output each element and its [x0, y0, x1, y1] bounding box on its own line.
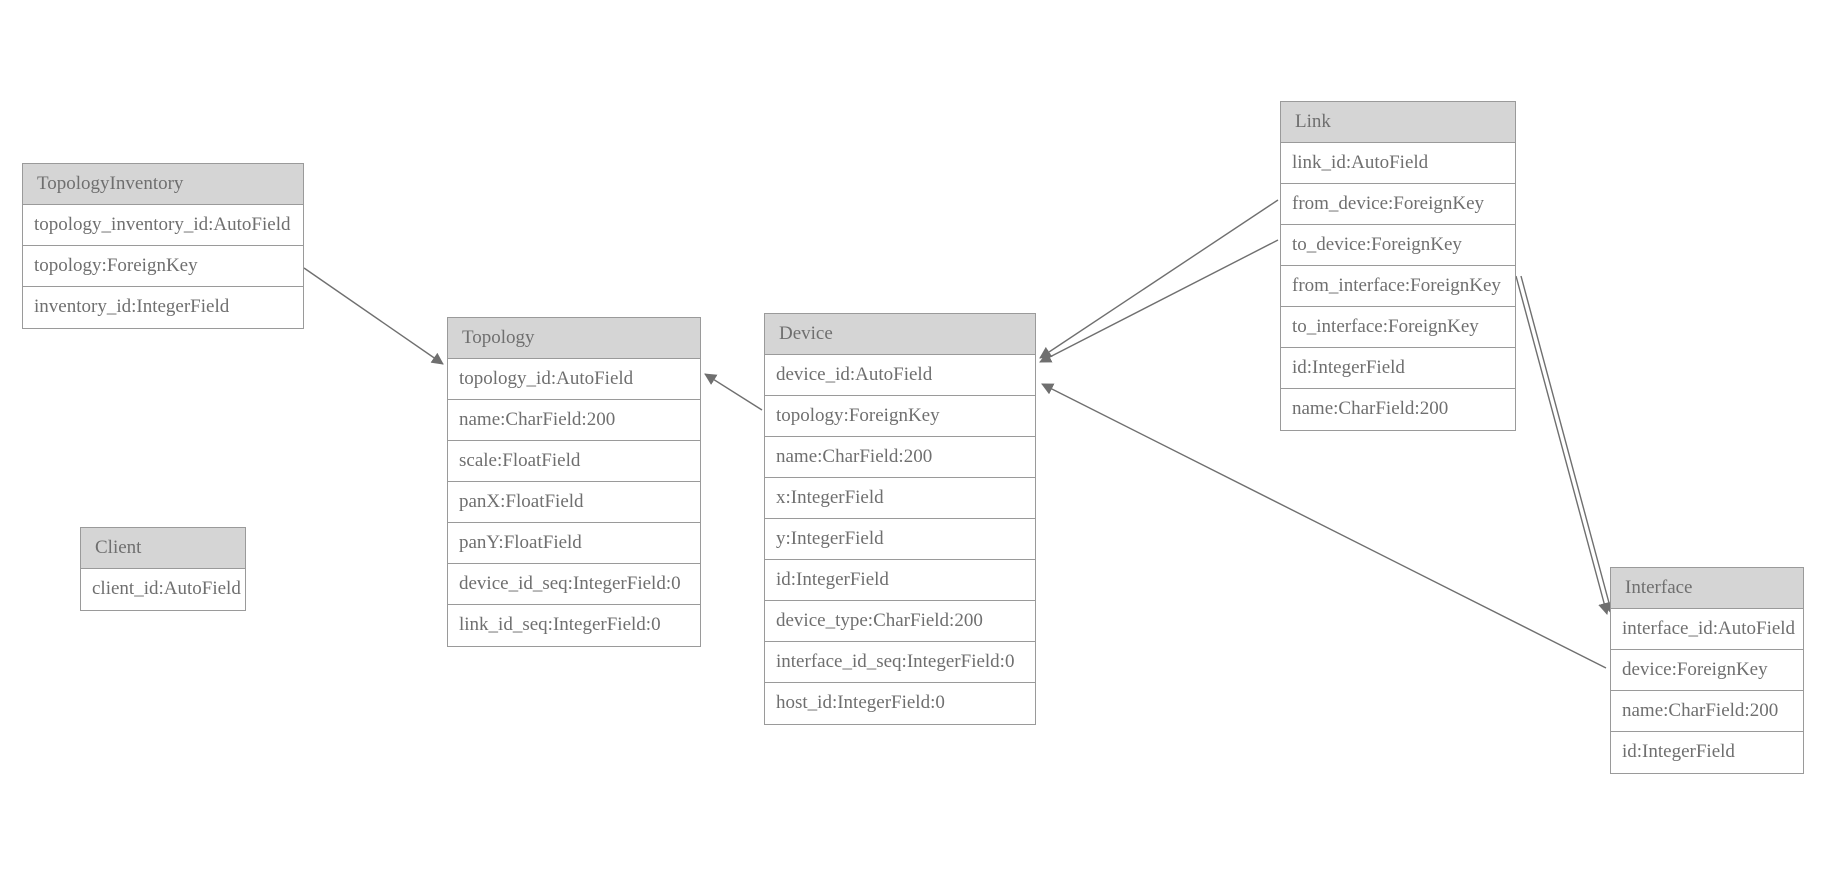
entity-field: link_id:AutoField	[1281, 143, 1515, 184]
entity-field: to_interface:ForeignKey	[1281, 307, 1515, 348]
entity-title-client: Client	[81, 528, 245, 569]
entity-field: topology_id:AutoField	[448, 359, 700, 400]
entity-field: inventory_id:IntegerField	[23, 287, 303, 328]
entity-field: from_interface:ForeignKey	[1281, 266, 1515, 307]
entity-title-device: Device	[765, 314, 1035, 355]
edge-rel-link-from-device	[1039, 199, 1279, 359]
entity-title-link: Link	[1281, 102, 1515, 143]
entity-field: panX:FloatField	[448, 482, 700, 523]
entity-field: id:IntegerField	[765, 560, 1035, 601]
entity-field: device_id_seq:IntegerField:0	[448, 564, 700, 605]
entity-field: to_device:ForeignKey	[1281, 225, 1515, 266]
entity-field: name:CharField:200	[1611, 691, 1803, 732]
entity-title-interface: Interface	[1611, 568, 1803, 609]
entity-field: topology_inventory_id:AutoField	[23, 205, 303, 246]
entity-field: host_id:IntegerField:0	[765, 683, 1035, 724]
edge-rel-link-to-device	[1039, 239, 1279, 363]
entity-field: id:IntegerField	[1281, 348, 1515, 389]
entity-field: device:ForeignKey	[1611, 650, 1803, 691]
edge-rel-topologyinventory-topology	[303, 267, 444, 365]
entity-field: id:IntegerField	[1611, 732, 1803, 773]
edge-rel-device-topology	[704, 373, 763, 411]
entity-field: name:CharField:200	[765, 437, 1035, 478]
entity-field: y:IntegerField	[765, 519, 1035, 560]
entity-field: name:CharField:200	[1281, 389, 1515, 430]
entity-field: interface_id_seq:IntegerField:0	[765, 642, 1035, 683]
entity-field: x:IntegerField	[765, 478, 1035, 519]
entity-field: topology:ForeignKey	[23, 246, 303, 287]
entity-field: device_id:AutoField	[765, 355, 1035, 396]
entity-field: link_id_seq:IntegerField:0	[448, 605, 700, 646]
entity-field: name:CharField:200	[448, 400, 700, 441]
entity-field: interface_id:AutoField	[1611, 609, 1803, 650]
entity-field: client_id:AutoField	[81, 569, 245, 610]
entity-field: panY:FloatField	[448, 523, 700, 564]
entity-field: scale:FloatField	[448, 441, 700, 482]
entity-field: device_type:CharField:200	[765, 601, 1035, 642]
entity-field: topology:ForeignKey	[765, 396, 1035, 437]
edge-rel-link-from-interface	[1515, 275, 1610, 615]
entity-title-topology: Topology	[448, 318, 700, 359]
entity-title-topology_inventory: TopologyInventory	[23, 164, 303, 205]
entity-field: from_device:ForeignKey	[1281, 184, 1515, 225]
edge-rel-link-to-interface	[1520, 275, 1615, 615]
